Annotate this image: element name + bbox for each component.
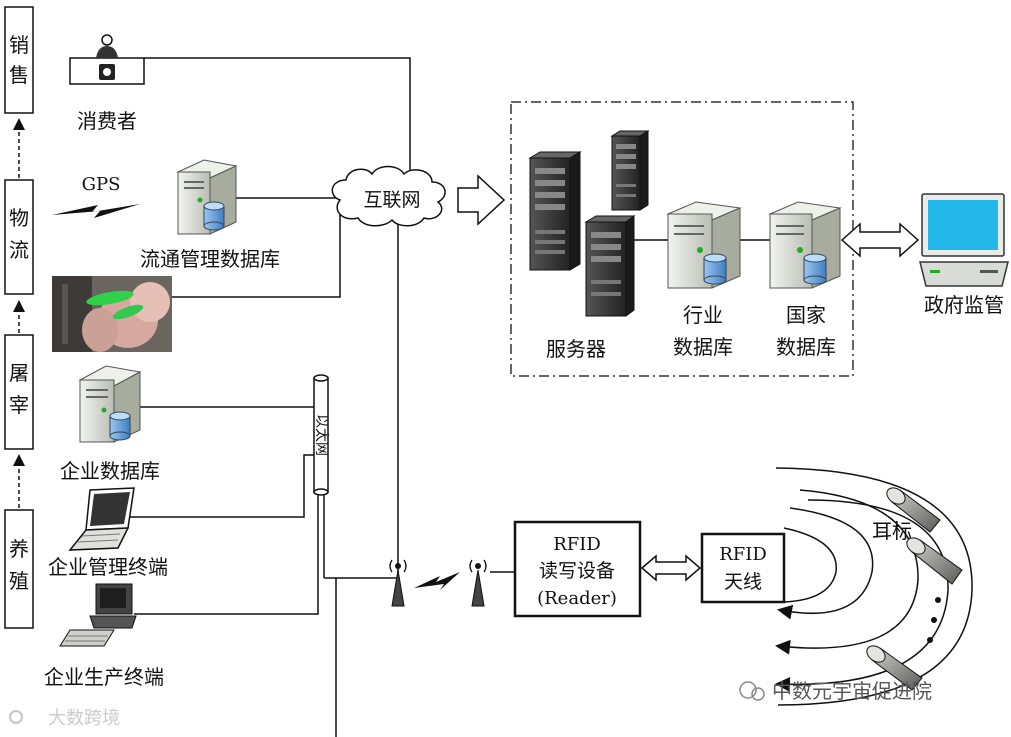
internet-cloud-icon: 互联网: [331, 165, 446, 227]
rack-server-icon: [584, 215, 636, 317]
antenna-label-line2: 天线: [724, 571, 762, 593]
ear-tag-icon: [866, 645, 923, 691]
stage-logistics-char2: 流: [9, 238, 29, 262]
national-db-server-icon: [768, 201, 842, 289]
internet-to-server-arrow: [457, 174, 506, 226]
enterprise-db-server-icon: [78, 365, 142, 443]
server-cluster-box: [510, 101, 854, 377]
national-db-label-line1: 国家: [786, 303, 826, 327]
stage-sales-char1: 销: [9, 33, 29, 57]
government-label: 政府监管: [924, 293, 1004, 317]
wireless-signal-icon: [414, 572, 460, 590]
consumer-kiosk-icon: [69, 34, 145, 85]
enterprise-mgmt-label: 企业管理终端: [48, 555, 168, 579]
reader-label-line2: 读写设备: [539, 560, 615, 582]
industry-db-label-line1: 行业: [683, 303, 723, 327]
antenna-label-line1: RFID: [719, 544, 767, 565]
reader-label-line3: (Reader): [537, 588, 617, 609]
desktop-computer-icon: [59, 583, 137, 647]
rfid-antenna-box: RFID 天线: [700, 532, 786, 604]
consumer-label: 消费者: [77, 109, 137, 133]
gps-signal-icon: [52, 204, 140, 218]
stage-slaughter-char2: 宰: [9, 393, 29, 417]
stage-breeding-char1: 养: [9, 537, 29, 561]
stage-sales-char2: 售: [9, 63, 29, 87]
government-monitor-icon: [919, 193, 1009, 287]
internet-label: 互联网: [363, 189, 420, 211]
stage-breeding-char2: 殖: [9, 569, 29, 593]
stage-slaughter: 屠 宰: [4, 334, 34, 450]
connection-lines: [128, 57, 770, 737]
lan-label: 以太网: [313, 414, 329, 456]
national-gov-double-arrow: [840, 222, 920, 258]
meat-tag-photo: [52, 276, 172, 352]
stage-sales: 销 售: [4, 6, 34, 114]
watermark-bottom-left: 大数跨境: [9, 708, 120, 729]
radio-wave-arcs: [775, 467, 973, 706]
antenna-tower-icon: [389, 559, 407, 607]
industry-db-label-line2: 数据库: [673, 335, 733, 359]
reader-label-line1: RFID: [553, 534, 601, 555]
ear-tag-label: 耳标: [872, 519, 912, 543]
ear-tag-icon: [906, 537, 963, 585]
stage-logistics: 物 流: [4, 179, 34, 295]
rfid-reader-box: RFID 读写设备 (Reader): [513, 520, 642, 618]
circulation-db-label: 流通管理数据库: [140, 247, 280, 271]
rack-server-icon: [610, 130, 650, 211]
server-label: 服务器: [546, 337, 606, 361]
enterprise-db-label: 企业数据库: [60, 459, 160, 483]
antenna-tower-icon: [469, 559, 487, 607]
gps-label: GPS: [82, 174, 121, 195]
reader-antenna-double-arrow: [640, 554, 702, 582]
watermark-left-text: 大数跨境: [48, 708, 120, 729]
rack-server-icon: [528, 151, 582, 271]
circulation-db-server-icon: [176, 159, 238, 235]
watermark-right-text: 中数元宇宙促进院: [772, 679, 932, 703]
stage-logistics-char1: 物: [9, 206, 29, 230]
ear-tag-icon: [886, 487, 941, 533]
stage-breeding: 养 殖: [4, 509, 34, 629]
lan-cylinder: 以太网: [313, 374, 329, 496]
national-db-label-line2: 数据库: [776, 335, 836, 359]
enterprise-prod-label: 企业生产终端: [44, 665, 164, 689]
industry-db-server-icon: [666, 201, 742, 289]
stage-slaughter-char1: 屠: [9, 361, 29, 385]
ellipsis-dots: [927, 597, 941, 643]
watermark-bottom-right: 中数元宇宙促进院: [739, 679, 932, 703]
laptop-icon: [68, 487, 135, 551]
